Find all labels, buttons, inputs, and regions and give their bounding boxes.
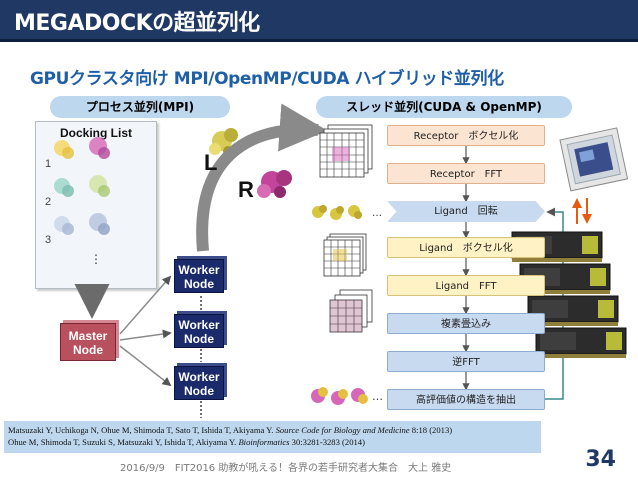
result-complexes [311,387,368,405]
receptor-voxel-grid [319,124,373,178]
step-ligand-voxelize: Ligand ボクセル化 [387,237,545,258]
page-number: 34 [585,447,616,472]
convolution-grid [329,289,373,333]
worker-node: Worker Node [174,366,224,400]
worker-node-line2: Node [184,332,214,346]
master-node: Master Node [60,323,116,361]
reference-1-tail: 8:18 (2013) [409,425,453,435]
master-to-worker-arrow [119,275,172,335]
reference-1-journal: Source Code for Biology and Medicine [275,425,410,435]
step-extract-top-structures: 高評価値の構造を抽出 [387,389,545,410]
receptor-protein [257,170,292,198]
master-node-line2: Node [73,343,103,357]
slide-subtitle: GPUクラスタ向け MPI/OpenMP/CUDA ハイブリッド並列化 [30,69,504,89]
title-bar: MEGADOCKの超並列化 [0,0,638,42]
slide-title: MEGADOCKの超並列化 [14,11,260,36]
worker-node: Worker Node [174,314,224,348]
step-complex-convolution: 複素畳込み [387,313,545,334]
protein-pair [54,175,110,197]
reference-2-tail: 30:3281-3283 (2014) [289,437,365,447]
process-parallel-label: プロセス並列(MPI) [50,96,230,118]
docking-list-title: Docking List [59,126,132,140]
distribution-arrow [196,103,328,252]
cpu-chip-icon [559,127,629,192]
worker-node-line1: Worker [178,318,220,332]
step-receptor-voxelize: Receptor ボクセル化 [387,125,545,146]
protein-pair [54,213,110,235]
step-inverse-fft: 逆FFT [387,351,545,372]
footer-text: 2016/9/9 FIT2016 助教が吼える！各界の若手研究者大集合 大上 雅… [120,463,452,474]
reference-1-authors: Matsuzaki Y, Uchikoga N, Ohue M, Shimoda… [8,425,276,435]
docking-row-number: 1 [45,158,52,170]
rotated-ligands [312,205,362,220]
docking-row-number: 3 [45,234,52,246]
docking-protein-thumbnails [54,137,110,235]
results-ellipsis: … [372,390,383,403]
master-to-worker-arrow [119,345,172,387]
docking-row-number: 2 [45,196,52,208]
step-receptor-fft: Receptor FFT [387,163,545,184]
protein-pair [54,137,110,159]
ligand-letter: L [204,150,218,175]
reference-2-journal: Bioinformatics [238,437,290,447]
worker-node-line1: Worker [178,370,220,384]
ligand-voxel-grid [323,233,367,277]
thread-parallel-label: スレッド並列(CUDA & OpenMP) [316,96,572,118]
references-box: Matsuzaki Y, Uchikoga N, Ohue M, Shimoda… [4,421,541,453]
worker-node: Worker Node [174,259,224,293]
reference-2-authors: Ohue M, Shimoda T, Suzuki S, Matsuzaki Y… [8,437,239,447]
step-ligand-fft: Ligand FFT [387,275,545,296]
master-to-worker-arrow [119,329,172,341]
rotation-ellipsis: … [372,208,382,219]
reference-2: Ohue M, Shimoda T, Suzuki S, Matsuzaki Y… [8,436,537,448]
receptor-letter: R [238,177,254,202]
worker-node-line1: Worker [178,263,220,277]
master-node-line1: Master [68,329,108,343]
worker-node-line2: Node [184,384,214,398]
reference-1: Matsuzaki Y, Uchikoga N, Ohue M, Shimoda… [8,424,537,436]
step-ligand-rotate: Ligand 回転 [387,201,545,222]
worker-node-line2: Node [184,277,214,291]
